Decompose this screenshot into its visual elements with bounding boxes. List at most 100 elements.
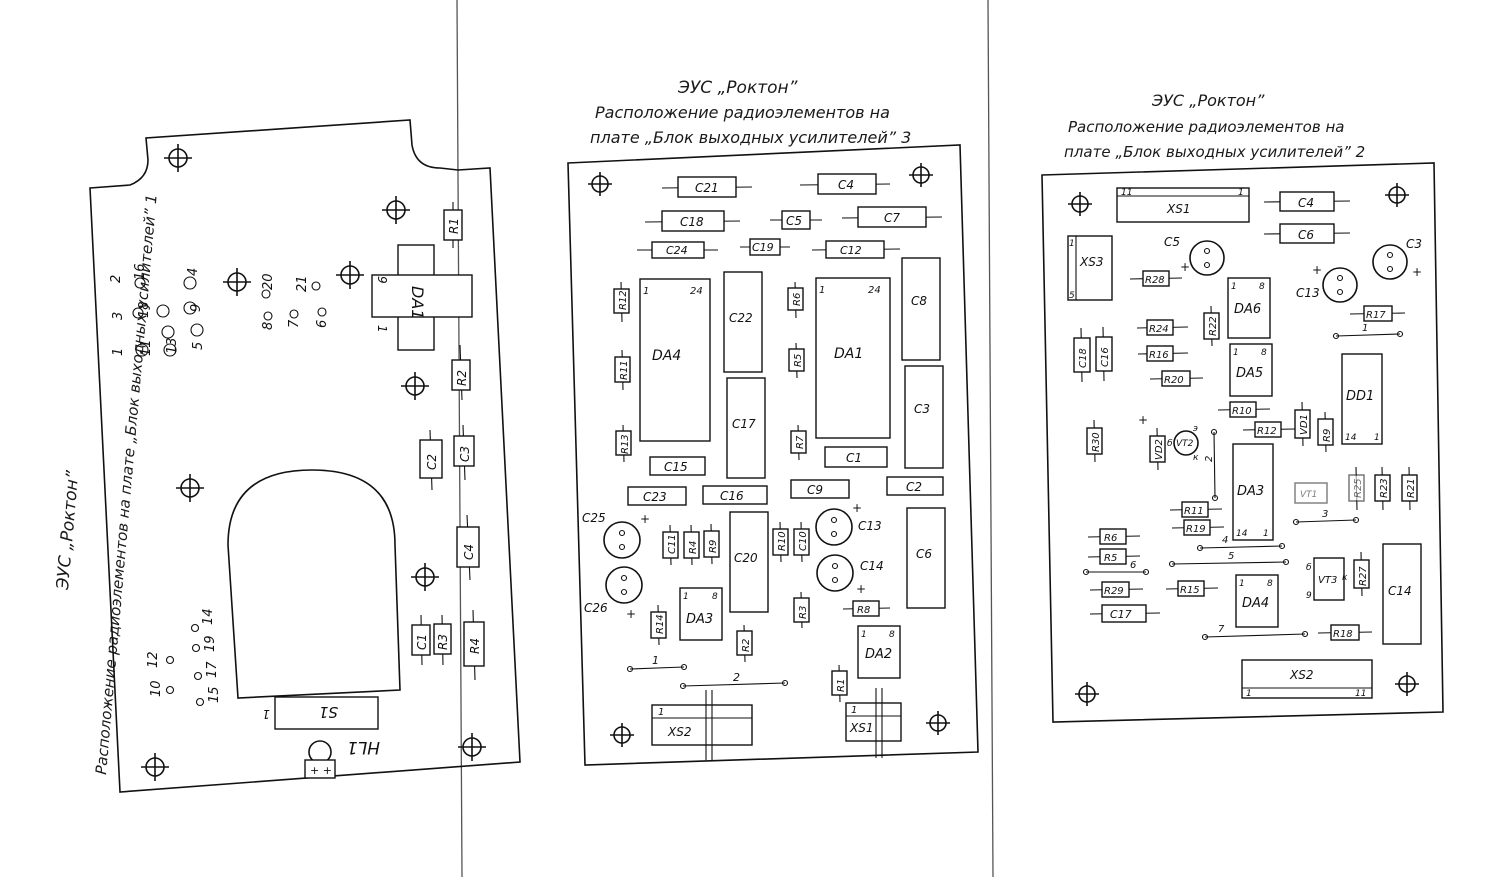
svg-text:C13: C13 <box>858 519 882 533</box>
board2-jumper-4: 4 <box>1196 535 1286 552</box>
board3-c1: C1 <box>824 446 888 468</box>
svg-text:1: 1 <box>1239 579 1245 589</box>
svg-text:S1: S1 <box>319 703 338 721</box>
svg-text:DD1: DD1 <box>1346 389 1374 404</box>
svg-text:к: к <box>1193 453 1199 463</box>
svg-text:R3: R3 <box>798 606 809 619</box>
board-1: ЭУС „Роктон” Расположение радиоэлементов… <box>53 119 521 793</box>
svg-text:XS2: XS2 <box>1289 668 1313 682</box>
board2-jumper-6: 6 <box>1082 560 1150 576</box>
board2-jumper-2: 2 <box>1204 428 1219 502</box>
board3-xs2: 1 XS2 <box>651 690 753 760</box>
board2-r16: R16 <box>1137 345 1189 362</box>
board2-jumper-3: 3 <box>1292 509 1360 526</box>
fold-line-right <box>987 0 994 877</box>
board2-c4: C4 <box>1263 191 1351 212</box>
svg-text:C24: C24 <box>666 244 688 257</box>
board3-c12: C12 <box>811 240 901 259</box>
board3-r12: R12 <box>613 281 630 323</box>
board3-c26: C26 + <box>584 566 643 621</box>
board2-r27: R27 <box>1353 551 1370 597</box>
svg-text:R11: R11 <box>619 360 630 380</box>
svg-text:R19: R19 <box>1186 524 1206 535</box>
svg-text:R1: R1 <box>447 218 461 234</box>
svg-text:C14: C14 <box>1388 584 1412 598</box>
svg-text:C2: C2 <box>425 454 439 470</box>
svg-text:R28: R28 <box>1145 275 1165 286</box>
svg-text:C14: C14 <box>860 559 884 573</box>
board3-mounting-holes <box>588 163 950 747</box>
board3-xs1: 1 XS1 <box>845 688 902 758</box>
board3-c6: C6 <box>906 507 946 609</box>
board3-c22: C22 <box>723 271 763 373</box>
svg-text:9: 9 <box>1306 591 1312 601</box>
svg-text:5: 5 <box>191 342 206 350</box>
board2-caption-line2: плате „Блок выходных усилителей” 2 <box>1064 143 1365 161</box>
board2-vt2: VT2 б э к <box>1167 424 1199 463</box>
svg-text:1: 1 <box>1238 188 1244 198</box>
svg-text:R14: R14 <box>655 614 666 634</box>
svg-text:5: 5 <box>1228 551 1234 562</box>
board2-da5: 1 8 DA5 <box>1229 343 1273 397</box>
svg-text:1: 1 <box>375 325 389 333</box>
svg-text:R2: R2 <box>455 370 469 386</box>
board3-c21: C21 <box>661 176 753 198</box>
board2-c16: C16 <box>1095 326 1113 382</box>
svg-text:R25: R25 <box>1353 478 1364 498</box>
board2-r22: R22 <box>1203 305 1220 347</box>
board2-device-title: ЭУС „Роктон” <box>1151 91 1265 110</box>
svg-text:R15: R15 <box>1180 585 1200 596</box>
svg-text:C21: C21 <box>695 181 719 195</box>
board2-da6: 1 8 DA6 <box>1227 277 1271 339</box>
svg-text:R3: R3 <box>436 634 450 650</box>
board-2: ЭУС „Роктон” Расположение радиоэлементов… <box>1041 91 1444 723</box>
board1-c1: C1 <box>411 614 431 666</box>
board-3: ЭУС „Роктон” Расположение радиоэлементов… <box>567 78 979 766</box>
svg-text:DA1: DA1 <box>408 286 427 319</box>
board3-c25: C25 + <box>582 511 650 559</box>
svg-text:8: 8 <box>1259 282 1265 292</box>
board1-hl1: + + HL1 <box>304 737 380 779</box>
svg-text:C12: C12 <box>840 244 862 257</box>
svg-text:R13: R13 <box>620 434 631 454</box>
board2-r6: R6 <box>1087 528 1141 545</box>
board2-c13: C13 + <box>1296 263 1358 303</box>
svg-text:DA4: DA4 <box>652 348 681 364</box>
board3-jumper-1: 1 <box>626 654 688 673</box>
svg-text:18: 18 <box>137 301 152 318</box>
svg-text:R1: R1 <box>836 679 847 692</box>
svg-text:8: 8 <box>1261 348 1267 358</box>
svg-text:DA1: DA1 <box>834 346 863 362</box>
board2-jumper-7: 7 <box>1201 624 1309 641</box>
svg-text:1: 1 <box>1374 433 1380 443</box>
svg-text:R10: R10 <box>777 531 788 551</box>
svg-text:2: 2 <box>1204 456 1215 462</box>
svg-text:+ +: + + <box>310 764 332 777</box>
svg-text:2: 2 <box>733 671 740 684</box>
svg-text:C16: C16 <box>1100 347 1111 367</box>
svg-text:1: 1 <box>111 348 126 356</box>
board3-r5: R5 <box>788 342 805 379</box>
svg-text:14: 14 <box>1236 529 1248 539</box>
svg-text:6: 6 <box>315 320 330 328</box>
svg-text:R8: R8 <box>857 605 870 616</box>
svg-text:R16: R16 <box>1149 350 1169 361</box>
svg-text:C4: C4 <box>462 544 476 560</box>
board3-r13: R13 <box>615 424 632 463</box>
svg-text:+: + <box>626 607 636 621</box>
svg-text:XS1: XS1 <box>1166 202 1190 216</box>
board1-r3: R3 <box>433 614 452 666</box>
svg-text:R17: R17 <box>1366 310 1386 321</box>
board3-r7: R7 <box>790 424 807 461</box>
svg-text:+: + <box>1412 265 1422 279</box>
svg-text:C16: C16 <box>720 489 744 503</box>
board3-da2: 1 8 DA2 <box>857 625 901 679</box>
svg-text:16: 16 <box>133 263 148 280</box>
board2-r17: R17 <box>1349 305 1406 322</box>
board3-c9: C9 <box>790 479 850 499</box>
board2-r15: R15 <box>1165 580 1219 597</box>
board3-c18: C18 <box>644 210 741 232</box>
board2-caption-line1: Расположение радиоэлементов на <box>1068 118 1344 136</box>
board3-c19: C19 <box>740 238 790 256</box>
board3-outline <box>567 144 979 766</box>
